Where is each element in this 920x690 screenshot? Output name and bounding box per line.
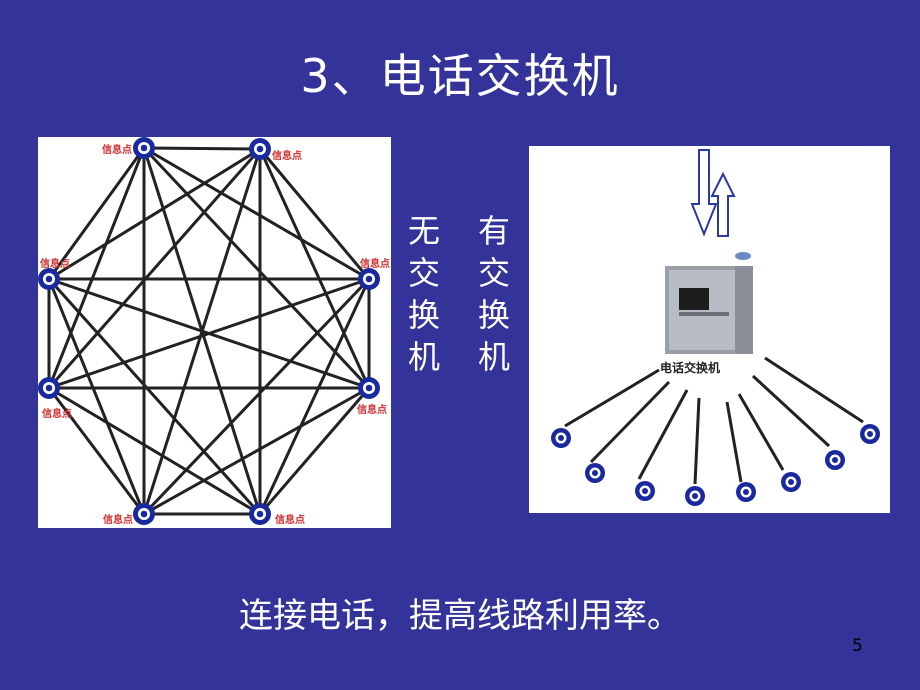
mesh-network-diagram: 信息点 信息点 信息点 信息点 信息点 信息点 信息点 信息点	[38, 137, 391, 528]
char: 无	[407, 212, 440, 250]
switch-network-diagram: 电话交换机	[529, 146, 890, 513]
node-ring-icon	[781, 472, 801, 492]
mesh-link	[47, 387, 146, 515]
char: 交	[407, 254, 440, 292]
pbx-cabinet-icon	[665, 252, 753, 354]
node-ring-icon	[551, 428, 571, 448]
node-ring-icon	[635, 481, 655, 501]
node-ring-icon	[249, 138, 271, 160]
star-link	[564, 368, 660, 428]
node-label: 信息点	[360, 259, 390, 270]
node-ring-icon	[38, 268, 60, 290]
node-ring-icon	[358, 268, 380, 290]
node-label: 信息点	[357, 405, 387, 416]
traffic-arrows-icon	[690, 149, 736, 237]
star-link	[737, 393, 785, 471]
star-link	[725, 401, 743, 483]
mesh-link	[258, 278, 371, 515]
mesh-link	[143, 146, 261, 151]
mesh-link	[47, 277, 262, 516]
mesh-link	[258, 148, 371, 389]
node-ring-icon	[860, 424, 880, 444]
without-switch-label: 无 交 换 机	[406, 210, 442, 378]
node-ring-icon	[133, 503, 155, 525]
star-link	[764, 356, 864, 424]
mesh-network-svg	[38, 137, 380, 525]
char: 交	[477, 254, 510, 292]
mesh-link	[143, 386, 370, 516]
node-ring-icon	[249, 503, 271, 525]
char: 换	[477, 296, 510, 334]
node-label: 信息点	[102, 145, 132, 156]
star-link	[751, 374, 831, 448]
node-ring-icon	[736, 482, 756, 502]
mesh-link	[47, 148, 262, 389]
node-label: 信息点	[42, 409, 72, 420]
page-number: 5	[852, 636, 863, 656]
star-network-svg	[551, 149, 880, 506]
with-switch-label: 有 交 换 机	[476, 210, 512, 378]
node-ring-icon	[585, 463, 605, 483]
node-ring-icon	[133, 137, 155, 159]
mesh-link	[142, 277, 371, 516]
slide-title: 3、电话交换机	[300, 49, 620, 103]
mesh-link	[48, 386, 261, 516]
star-link	[637, 389, 689, 480]
mesh-link	[48, 277, 370, 390]
node-label: 信息点	[103, 515, 133, 526]
mesh-link	[143, 146, 370, 281]
node-ring-icon	[685, 486, 705, 506]
mesh-link	[47, 147, 146, 389]
pbx-label: 电话交换机	[660, 361, 721, 375]
node-ring-icon	[358, 377, 380, 399]
char: 换	[407, 296, 440, 334]
node-label: 信息点	[272, 151, 302, 162]
node-label: 信息点	[275, 515, 305, 526]
node-label: 信息点	[40, 259, 70, 270]
char: 机	[407, 338, 440, 376]
mesh-link	[258, 387, 371, 515]
node-ring-icon	[38, 377, 60, 399]
char: 有	[477, 212, 510, 250]
star-link	[589, 380, 671, 464]
mesh-link	[47, 278, 146, 515]
char: 机	[477, 338, 510, 376]
mesh-link	[258, 148, 371, 280]
mesh-link	[47, 147, 146, 280]
slide-caption: 连接电话，提高线路利用率。	[239, 596, 681, 636]
mesh-link	[48, 147, 261, 281]
star-link	[693, 397, 701, 485]
node-ring-icon	[825, 450, 845, 470]
mesh-link	[142, 146, 371, 390]
